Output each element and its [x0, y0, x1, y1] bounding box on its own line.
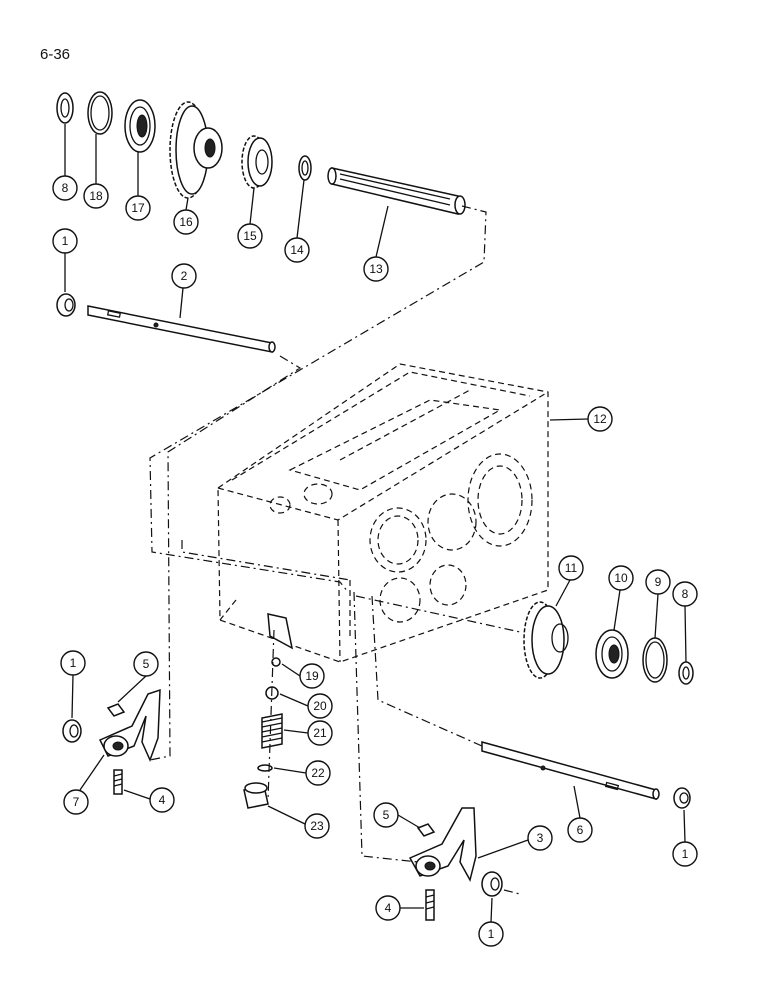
part-15-gear: [241, 135, 273, 189]
svg-text:15: 15: [243, 229, 257, 243]
part-12-housing: [217, 363, 549, 663]
callout-23: 23: [304, 813, 330, 839]
callout-10: 10: [608, 565, 634, 591]
part-16-gear: [169, 101, 223, 199]
svg-text:4: 4: [385, 901, 392, 915]
svg-text:8: 8: [62, 181, 69, 195]
part-3-shift-fork: [408, 807, 477, 883]
part-8-snap-ring-right: [678, 661, 694, 685]
callout-1-right: 1: [672, 841, 698, 867]
svg-text:8: 8: [682, 587, 689, 601]
svg-text:1: 1: [70, 656, 77, 670]
callout-2: 2: [171, 263, 197, 289]
part-5-nut-left: [106, 703, 126, 717]
part-7-shift-fork: [98, 688, 161, 763]
part-2-shift-rail: [87, 305, 276, 353]
callout-1-bottom: 1: [478, 921, 504, 947]
part-21-spring: [261, 713, 283, 749]
svg-text:16: 16: [179, 215, 193, 229]
svg-text:18: 18: [89, 189, 103, 203]
callout-14: 14: [284, 237, 310, 263]
callout-16: 16: [173, 209, 199, 235]
part-13-splined-shaft: [327, 167, 466, 215]
svg-text:17: 17: [131, 201, 145, 215]
svg-text:10: 10: [614, 571, 628, 585]
detent-bracket: [267, 613, 294, 650]
part-18-ring: [87, 91, 113, 135]
callout-4-left: 4: [149, 787, 175, 813]
callout-8-right: 8: [672, 581, 698, 607]
callout-15: 15: [237, 223, 263, 249]
svg-text:6: 6: [577, 823, 584, 837]
callout-13: 13: [363, 256, 389, 282]
part-10-bearing: [595, 629, 629, 679]
svg-text:9: 9: [655, 575, 662, 589]
svg-text:22: 22: [311, 766, 325, 780]
part-22-o-ring: [257, 764, 273, 772]
callout-18: 18: [83, 183, 109, 209]
svg-text:4: 4: [159, 793, 166, 807]
svg-text:1: 1: [682, 847, 689, 861]
part-4-bolt-left: [113, 769, 123, 795]
leader-lines: [64, 124, 687, 923]
part-4-bolt-right: [425, 889, 435, 921]
callout-3: 3: [527, 825, 553, 851]
part-19-detent-ball: [271, 657, 281, 667]
part-1-bushing-bottom: [481, 871, 503, 897]
svg-text:13: 13: [369, 262, 383, 276]
svg-text:2: 2: [181, 269, 188, 283]
svg-text:20: 20: [313, 699, 327, 713]
svg-text:23: 23: [310, 819, 324, 833]
part-6-shift-rail: [481, 741, 660, 800]
callout-8-top: 8: [52, 175, 78, 201]
svg-text:14: 14: [290, 243, 304, 257]
callout-7: 7: [63, 789, 89, 815]
callout-22: 22: [305, 760, 331, 786]
callout-6: 6: [567, 817, 593, 843]
svg-text:3: 3: [537, 831, 544, 845]
svg-text:19: 19: [305, 669, 319, 683]
svg-text:1: 1: [488, 927, 495, 941]
callout-5-right: 5: [373, 802, 399, 828]
part-1-bushing-top: [56, 293, 76, 317]
svg-text:7: 7: [73, 795, 80, 809]
svg-text:5: 5: [143, 657, 150, 671]
svg-text:5: 5: [383, 808, 390, 822]
svg-text:12: 12: [593, 412, 607, 426]
callout-4-right: 4: [375, 895, 401, 921]
callout-20: 20: [307, 693, 333, 719]
part-11-gear: [523, 601, 569, 679]
callout-11: 11: [558, 555, 584, 581]
part-5-nut-right: [416, 823, 436, 837]
part-8-snap-ring-top: [56, 92, 74, 124]
callout-1-top: 1: [52, 228, 78, 254]
part-14-ring: [298, 155, 312, 181]
part-23-plug: [243, 782, 269, 809]
callout-21: 21: [307, 720, 333, 746]
svg-text:1: 1: [62, 234, 69, 248]
page-number: 6-36: [40, 46, 71, 63]
callout-19: 19: [299, 663, 325, 689]
callout-5-left: 5: [133, 651, 159, 677]
part-17-bearing: [124, 99, 156, 153]
callout-9: 9: [645, 569, 671, 595]
svg-text:21: 21: [313, 726, 327, 740]
assembly-centerlines: [149, 205, 521, 895]
callout-17: 17: [125, 195, 151, 221]
part-1-bushing-left: [62, 719, 82, 743]
part-9-snap-ring: [642, 637, 668, 683]
svg-text:11: 11: [565, 561, 578, 575]
part-1-bushing-right: [673, 787, 691, 809]
callout-1-left: 1: [60, 650, 86, 676]
callout-12: 12: [587, 406, 613, 432]
